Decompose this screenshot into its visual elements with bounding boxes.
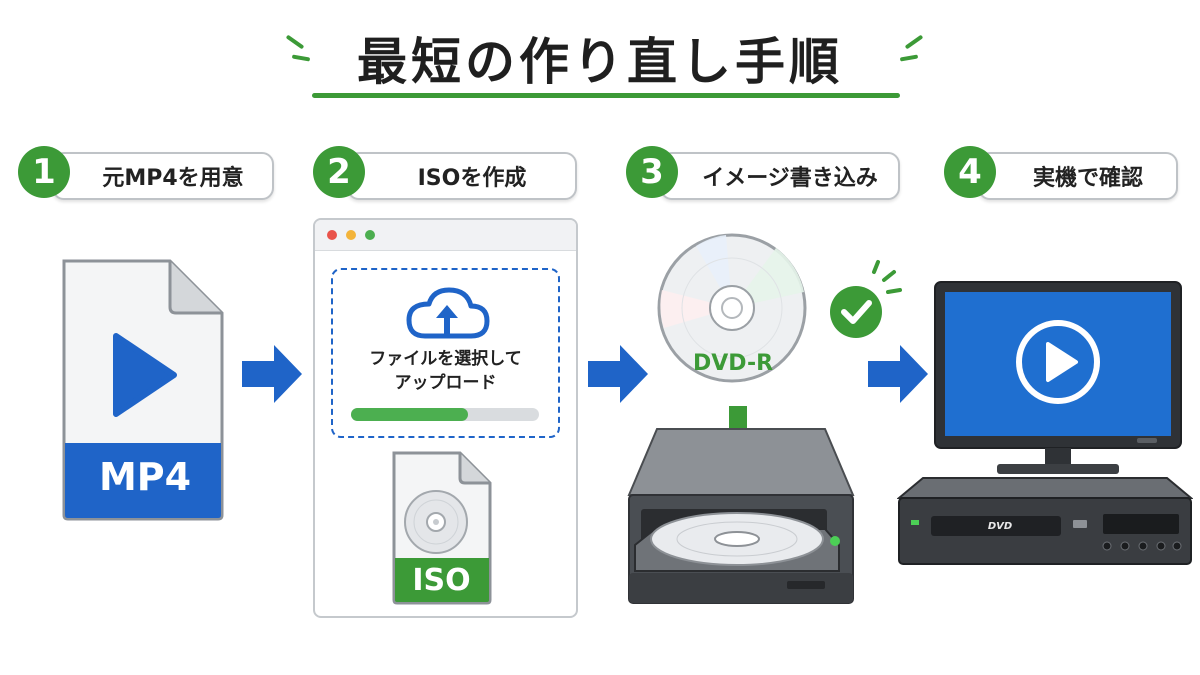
cloud-upload-icon: [406, 287, 490, 339]
dvd-player-label: DVD: [987, 521, 1013, 532]
dvd-disc-icon: [657, 233, 807, 383]
arrow-right-icon-1: [242, 345, 302, 403]
step-2-label: ISOを作成: [347, 152, 577, 200]
upload-dropzone[interactable]: [331, 268, 560, 438]
iso-label: ISO: [412, 563, 471, 598]
arrow-right-icon-3: [868, 345, 928, 403]
play-icon: [113, 333, 177, 417]
iso-file-icon: [392, 451, 492, 605]
upload-instruction-line-2: アップロード: [394, 373, 497, 393]
mp4-label: MP4: [98, 455, 192, 499]
upload-instruction: ファイルを選択して アップロード: [333, 347, 558, 395]
step-4-number: 4: [944, 146, 996, 198]
check-circle-icon: [830, 260, 902, 338]
window-close-dot: [327, 230, 337, 240]
window-maximize-dot: [365, 230, 375, 240]
upload-progress-fill: [351, 408, 468, 421]
window-minimize-dot: [346, 230, 356, 240]
step-4-label: 実機で確認: [978, 152, 1178, 200]
screen-play-icon: [1016, 320, 1100, 404]
optical-drive-icon: [627, 428, 855, 604]
step-2-number: 2: [313, 146, 365, 198]
page-title: 最短の作り直し手順: [357, 33, 843, 91]
title-underline: [312, 93, 900, 98]
dvd-r-label: DVD-R: [692, 351, 774, 376]
dvd-player-icon: [897, 477, 1193, 565]
step-3-label: イメージ書き込み: [660, 152, 900, 200]
browser-titlebar: [315, 220, 576, 251]
step-1-label: 元MP4を用意: [52, 152, 274, 200]
step-1-number: 1: [18, 146, 70, 198]
step-3-number: 3: [626, 146, 678, 198]
arrow-right-icon-2: [588, 345, 648, 403]
upload-instruction-line-1: ファイルを選択して: [369, 349, 522, 369]
